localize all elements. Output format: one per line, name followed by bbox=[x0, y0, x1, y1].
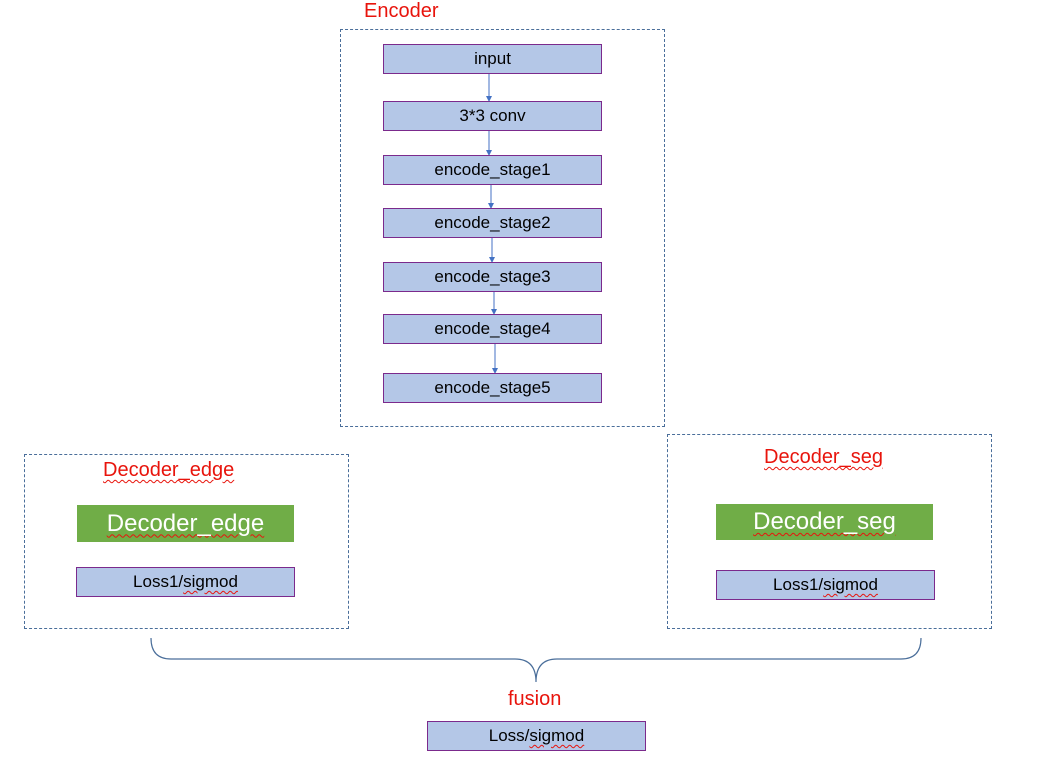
fusion-loss-prefix: Loss/ bbox=[488, 726, 530, 745]
decoder-seg-loss: Loss1/sigmod bbox=[716, 570, 935, 600]
fusion-loss: Loss/sigmod bbox=[427, 721, 646, 751]
fusion-loss-word: sigmod bbox=[529, 726, 585, 745]
decoder-edge-loss-word: sigmod bbox=[183, 572, 238, 591]
encoder-node-stage3: encode_stage3 bbox=[383, 262, 602, 292]
encoder-node-conv: 3*3 conv bbox=[383, 101, 602, 131]
decoder-edge-group bbox=[24, 454, 349, 629]
decoder-seg-block: Decoder_seg bbox=[716, 504, 933, 540]
encoder-node-input: input bbox=[383, 44, 602, 74]
decoder-seg-group bbox=[667, 434, 992, 629]
fusion-title: fusion bbox=[508, 688, 562, 710]
decoder-seg-loss-word: sigmod bbox=[823, 575, 878, 594]
decoder-seg-block-label: Decoder_seg bbox=[753, 508, 896, 535]
decoder-edge-loss: Loss1/sigmod bbox=[76, 567, 295, 597]
decoder-seg-title: Decoder_seg bbox=[764, 446, 883, 468]
decoder-edge-loss-prefix: Loss1/ bbox=[133, 572, 184, 591]
decoder-edge-block: Decoder_edge bbox=[77, 505, 294, 542]
encoder-title: Encoder bbox=[364, 0, 439, 22]
decoder-seg-loss-prefix: Loss1/ bbox=[773, 575, 824, 594]
fusion-curly-brace bbox=[150, 637, 922, 683]
encoder-node-stage2: encode_stage2 bbox=[383, 208, 602, 238]
decoder-edge-block-label: Decoder_edge bbox=[106, 509, 265, 537]
decoder-edge-title: Decoder_edge bbox=[103, 459, 235, 481]
encoder-group bbox=[340, 29, 665, 427]
encoder-node-stage1: encode_stage1 bbox=[383, 155, 602, 185]
encoder-node-stage4: encode_stage4 bbox=[383, 314, 602, 344]
encoder-node-stage5: encode_stage5 bbox=[383, 373, 602, 403]
